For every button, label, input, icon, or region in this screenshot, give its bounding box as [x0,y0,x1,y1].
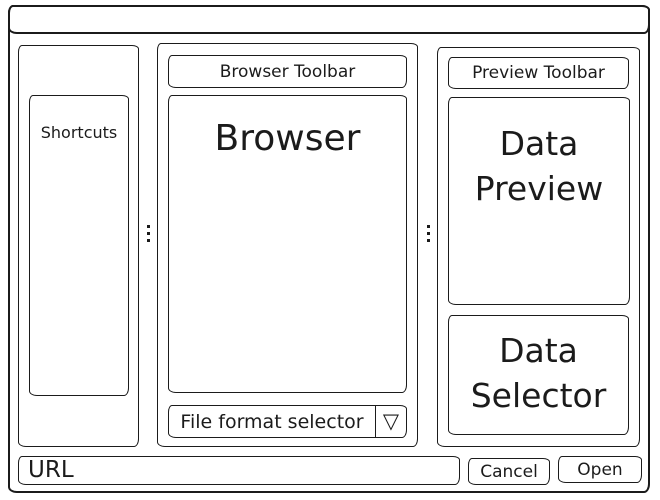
left-splitter-handle[interactable] [144,225,152,247]
file-format-dropdown-button[interactable]: ▽ [375,406,406,437]
right-splitter-handle[interactable] [424,225,432,247]
drag-dots-icon [146,225,150,242]
file-format-selector-label: File format selector [180,410,364,433]
preview-toolbar-label: Preview Toolbar [472,63,605,83]
data-selector-area[interactable]: Data Selector [448,315,629,435]
file-format-selector[interactable]: File format selector ▽ [168,405,407,438]
data-preview-label: Data Preview [474,124,604,208]
browser-area-label: Browser [214,118,361,159]
title-bar[interactable] [8,5,650,34]
cancel-button[interactable]: Cancel [468,458,550,485]
drag-dots-icon [426,225,430,242]
browser-toolbar-label: Browser Toolbar [219,61,356,82]
shortcuts-label: Shortcuts [40,123,118,142]
preview-toolbar[interactable]: Preview Toolbar [448,57,629,89]
data-preview-area[interactable]: Data Preview [448,97,630,305]
browser-file-area[interactable]: Browser [168,95,407,393]
browser-toolbar[interactable]: Browser Toolbar [168,55,407,88]
url-input[interactable] [18,456,460,485]
shortcuts-list[interactable]: Shortcuts [29,95,129,396]
open-button[interactable]: Open [558,456,642,483]
triangle-down-icon: ▽ [382,409,400,433]
data-selector-label: Data Selector [470,331,607,415]
